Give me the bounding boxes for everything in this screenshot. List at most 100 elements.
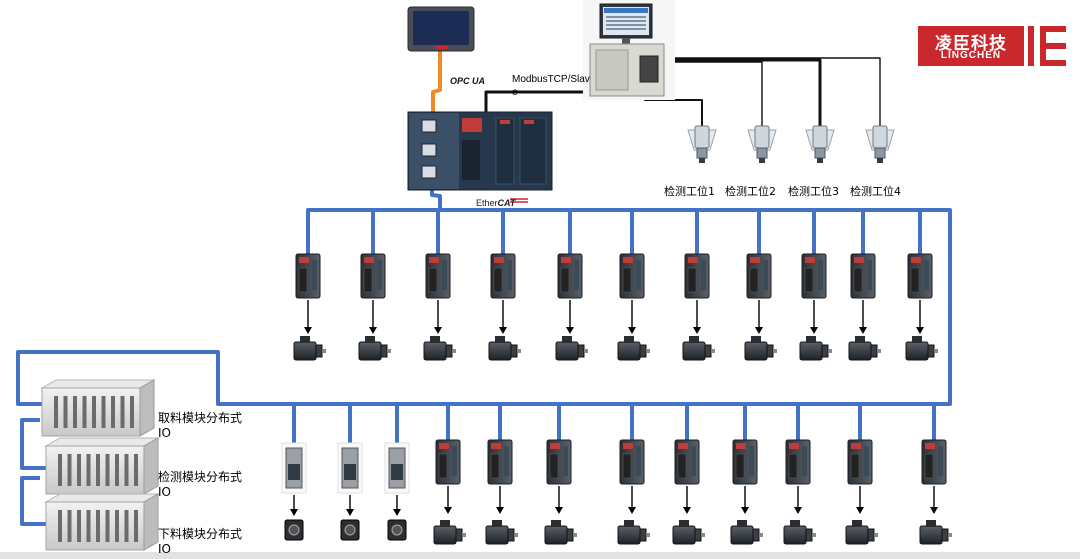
servo-drive-icon-bottom-11 xyxy=(847,439,873,485)
logo-text-cn: 凌臣科技 xyxy=(935,34,1007,54)
stepper-drive-terminals xyxy=(391,464,403,480)
io-slot-5 xyxy=(96,510,100,542)
drive-connector xyxy=(493,267,503,293)
io-slot-7 xyxy=(115,454,119,486)
motor-shaft xyxy=(584,349,588,353)
drive-connector xyxy=(549,453,559,479)
drive-motor-arrow-top-4-head xyxy=(499,327,507,334)
io-rack-top xyxy=(44,493,160,503)
io-label-inspect-line2: IO xyxy=(158,485,171,499)
drive-motor-arrow-bottom-7-head xyxy=(628,507,636,514)
plc-port-3 xyxy=(421,165,437,179)
drive-connector xyxy=(853,267,863,293)
drive-connector xyxy=(910,267,920,293)
motor-body xyxy=(730,525,754,545)
drive-motor-arrow-bottom-3-head xyxy=(393,509,401,516)
vision-camera-icon-3 xyxy=(805,125,835,163)
drive-heatsink xyxy=(818,260,823,290)
motor-shaft xyxy=(701,533,705,537)
drive-led xyxy=(805,257,815,263)
ethercat-io-link-2 xyxy=(20,476,52,526)
io-slot-9 xyxy=(130,396,134,428)
drive-led xyxy=(688,257,698,263)
drive-led xyxy=(925,443,935,449)
motor-connector xyxy=(440,520,450,527)
logo-text-en: LINGCHEN xyxy=(940,50,1002,61)
stepper-drive-icon-2 xyxy=(337,442,363,494)
io-slot-9 xyxy=(134,510,138,542)
drive-motor-arrow-bottom-11-head xyxy=(856,507,864,514)
motor-body xyxy=(488,341,512,361)
plc-port-2 xyxy=(421,143,437,157)
motor-flange xyxy=(380,344,388,358)
motor-body xyxy=(433,525,457,545)
io-label-inspect-line1: 检测模块分布式 xyxy=(158,470,243,484)
drive-connector xyxy=(428,267,438,293)
station-label-3: 检测工位3 xyxy=(788,185,839,198)
stepper-drive-icon-3 xyxy=(384,442,410,494)
servo-motor-icon-bottom-10 xyxy=(783,520,816,545)
plc-port-1 xyxy=(421,119,437,133)
motor-connector xyxy=(495,336,505,343)
io-label-inspect: 检测模块分布式 IO xyxy=(158,470,242,500)
station-label-2: 检测工位2 xyxy=(725,185,776,198)
servo-motor-icon-top-2 xyxy=(358,336,391,361)
stepper-motor-shaft xyxy=(391,524,403,536)
servo-drive-icon-bottom-7 xyxy=(619,439,645,485)
servo-drive-icon-top-4 xyxy=(490,253,516,299)
drive-motor-arrow-bottom-2-head xyxy=(346,509,354,516)
io-slot-8 xyxy=(124,454,129,486)
camera-lens xyxy=(814,147,826,159)
motor-body xyxy=(744,341,768,361)
drive-led xyxy=(678,443,688,449)
motor-connector xyxy=(624,520,634,527)
drive-motor-arrow-bottom-9-head xyxy=(741,507,749,514)
io-slot-9 xyxy=(134,454,138,486)
motor-shaft xyxy=(773,349,777,353)
drive-led xyxy=(736,443,746,449)
drive-heatsink xyxy=(691,446,696,476)
drive-led xyxy=(623,443,633,449)
motor-flange xyxy=(315,344,323,358)
drive-led xyxy=(550,443,560,449)
camera-lens xyxy=(696,147,708,159)
drive-motor-arrow-top-9-head xyxy=(810,327,818,334)
drive-heatsink xyxy=(312,260,317,290)
drive-connector xyxy=(677,453,687,479)
drive-heatsink xyxy=(504,446,509,476)
camera-lens-tip xyxy=(699,158,705,163)
drive-connector xyxy=(749,267,759,293)
io-slot-4 xyxy=(82,396,87,428)
ethercat-arrows-icon xyxy=(510,198,528,203)
stepper-motor-icon-2 xyxy=(340,519,360,541)
motor-flange xyxy=(639,528,647,542)
hmi-led xyxy=(435,46,447,49)
stepper-motor-icon-1 xyxy=(284,519,304,541)
stepper-drive-icon-1 xyxy=(281,442,307,494)
drive-heatsink xyxy=(636,260,641,290)
drive-led xyxy=(911,257,921,263)
hmi-screen xyxy=(413,11,469,45)
io-slot-7 xyxy=(111,396,115,428)
drive-motor-arrow-top-11-head xyxy=(916,327,924,334)
motor-flange xyxy=(870,344,878,358)
servo-drive-icon-bottom-12 xyxy=(921,439,947,485)
servo-drive-icon-bottom-9 xyxy=(732,439,758,485)
motor-body xyxy=(293,341,317,361)
motor-connector xyxy=(562,336,572,343)
ethernet-ipc-cam2-line xyxy=(664,61,763,128)
motor-flange xyxy=(455,528,463,542)
vision-camera-icon-4 xyxy=(865,125,895,163)
servo-motor-icon-top-11 xyxy=(905,336,938,361)
camera-body xyxy=(812,125,828,149)
drive-motor-arrow-top-5-head xyxy=(566,327,574,334)
motor-shaft xyxy=(948,533,952,537)
servo-motor-icon-top-1 xyxy=(293,336,326,361)
drive-connector xyxy=(788,453,798,479)
ipc-screen-row xyxy=(606,24,646,26)
ipc-monitor-stand xyxy=(622,38,630,44)
motor-shaft xyxy=(573,533,577,537)
drive-led xyxy=(429,257,439,263)
motor-flange xyxy=(566,528,574,542)
io-rack-side xyxy=(143,437,159,495)
